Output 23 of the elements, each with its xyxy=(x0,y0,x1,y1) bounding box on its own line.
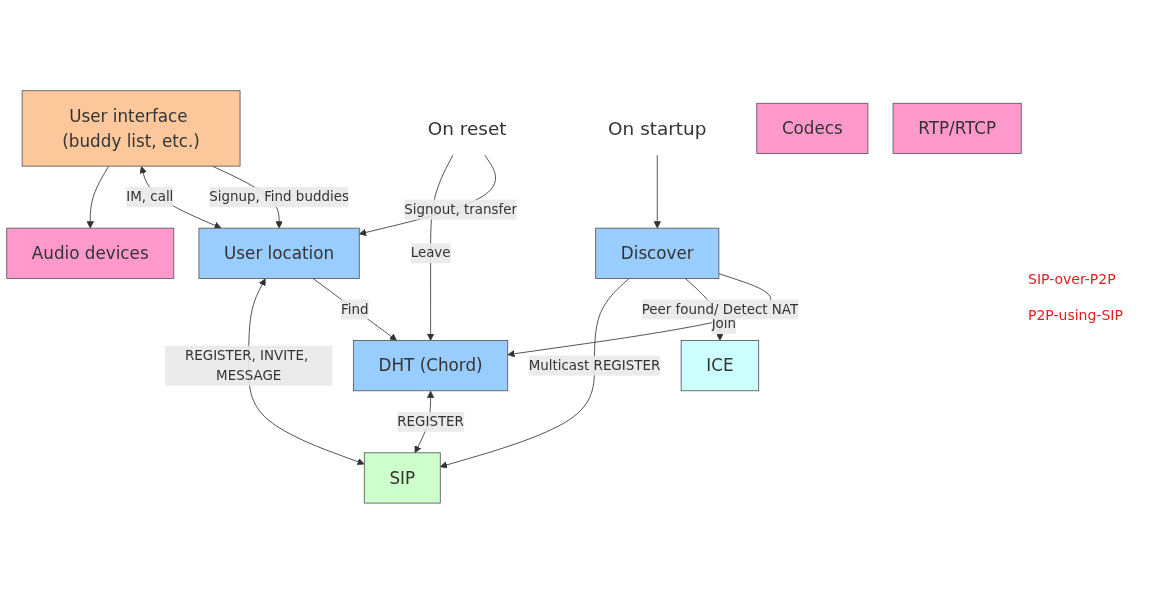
edge-label: Multicast REGISTER xyxy=(528,357,661,374)
region-label: P2P-using-SIP xyxy=(1028,307,1124,323)
node-box: SIP xyxy=(363,452,441,504)
edge-label: Join xyxy=(711,315,737,332)
region-label: SIP-over-P2P xyxy=(1028,271,1117,287)
node-box: DHT (Chord) xyxy=(353,340,509,392)
edge-label: IM, call xyxy=(126,188,174,205)
node-text: On startup xyxy=(608,118,707,140)
edge-label: Find xyxy=(341,301,369,318)
node-box: User interface (buddy list, etc.) xyxy=(21,90,241,167)
edge-label: Peer found/ Detect NAT xyxy=(641,301,799,318)
edge-label: REGISTER, INVITE, MESSAGE xyxy=(184,347,309,384)
edge-label: Leave xyxy=(410,245,451,261)
node-box: ICE xyxy=(680,340,760,392)
node-text: On reset xyxy=(427,118,507,140)
edge-label: REGISTER xyxy=(397,413,464,430)
edge-label: Signup, Find buddies xyxy=(209,188,349,205)
node-box: Codecs xyxy=(756,102,869,155)
node-box: User location xyxy=(198,227,360,279)
node-box: Discover xyxy=(595,227,720,279)
node-box: RTP/RTCP xyxy=(892,102,1022,155)
node-box: Audio devices xyxy=(6,227,175,279)
edge-label: Signout, transfer xyxy=(404,201,517,218)
